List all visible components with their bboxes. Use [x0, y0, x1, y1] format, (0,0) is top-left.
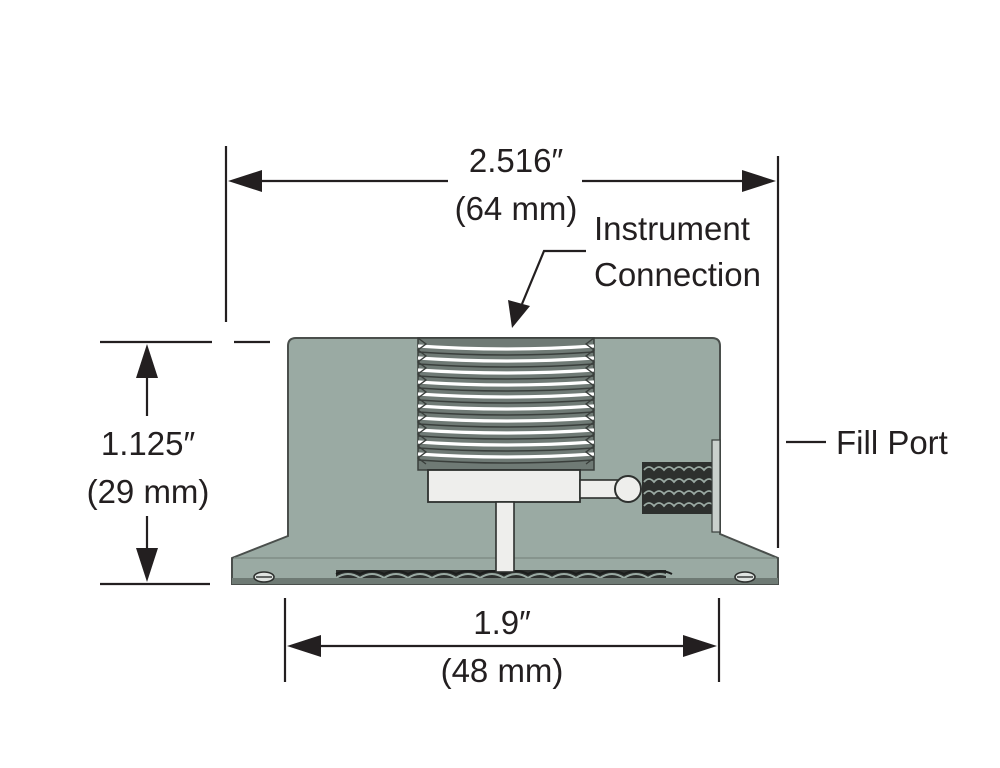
left-screw-icon [253, 571, 275, 583]
capillary-tube [495, 501, 515, 573]
fill-port-counterbore [711, 439, 721, 533]
instrument-connection-callout: Instrument Connection [508, 210, 761, 328]
instrument-connection-label-line1: Instrument [594, 210, 750, 247]
thread-roots [417, 351, 595, 464]
base-width-dimension: 1.9″ (48 mm) [283, 598, 721, 689]
height-metric: (29 mm) [87, 473, 210, 510]
base-width-imperial: 1.9″ [473, 604, 531, 641]
flange-lower-edge [232, 578, 778, 584]
overall-width-metric: (64 mm) [455, 190, 578, 227]
right-screw-icon [734, 571, 756, 583]
overall-width-dimension: 2.516″ (64 mm) [224, 142, 780, 548]
overall-width-imperial: 2.516″ [469, 142, 564, 179]
base-right-arrow-icon [683, 635, 717, 657]
fill-port-callout: Fill Port [786, 424, 948, 461]
fill-port-screw-icon [642, 462, 715, 514]
down-arrow-icon [136, 548, 158, 582]
fill-port-label: Fill Port [836, 424, 948, 461]
up-arrow-icon [136, 344, 158, 378]
instrument-connection-label-line2: Connection [594, 256, 761, 293]
instrument-connection-leader [520, 249, 586, 305]
left-arrow-icon [228, 170, 262, 192]
height-imperial: 1.125″ [101, 425, 196, 462]
base-width-metric: (48 mm) [441, 652, 564, 689]
seal-body [231, 337, 779, 585]
fluid-chamber [427, 469, 581, 503]
fill-port-passage [579, 479, 619, 499]
right-arrow-icon [742, 170, 776, 192]
fill-port-ball-icon [614, 475, 642, 503]
instrument-connection-thread [416, 337, 596, 471]
base-left-arrow-icon [287, 635, 321, 657]
instrument-connection-arrow-icon [508, 300, 530, 328]
thread-crests [417, 344, 595, 459]
height-dimension: 1.125″ (29 mm) [87, 340, 270, 586]
